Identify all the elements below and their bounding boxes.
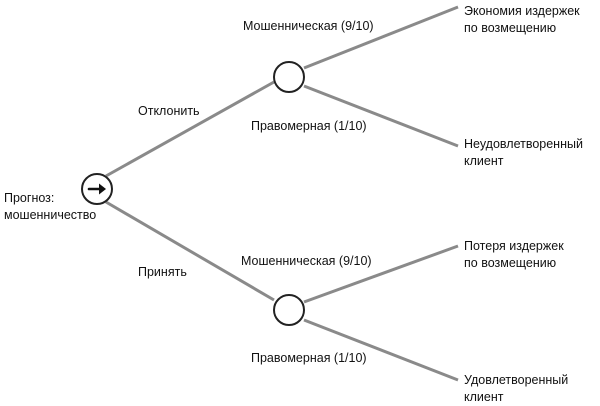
prob-label-reject-fraud: Мошенническая (9/10) bbox=[243, 19, 374, 33]
prob-label-accept-legit: Правомерная (1/10) bbox=[251, 351, 367, 365]
prob-label-reject-legit: Правомерная (1/10) bbox=[251, 119, 367, 133]
prob-label-accept-fraud: Мошенническая (9/10) bbox=[241, 254, 372, 268]
edge-accept-fraud bbox=[303, 244, 459, 304]
edge-accept-legit bbox=[303, 318, 459, 382]
edge-root-reject bbox=[105, 80, 275, 178]
branch-label-reject: Отклонить bbox=[138, 104, 200, 118]
edge-reject-fraud bbox=[303, 5, 459, 70]
outcome-reject-legit-line2: клиент bbox=[464, 154, 504, 168]
outcome-reject-fraud-line1: Экономия издержек bbox=[464, 4, 580, 18]
outcome-reject-fraud: Экономия издержек по возмещению bbox=[464, 3, 580, 37]
outcome-accept-fraud-line2: по возмещению bbox=[464, 256, 557, 270]
outcome-reject-legit: Неудовлетворенный клиент bbox=[464, 136, 583, 170]
arrow-right-icon bbox=[87, 183, 106, 195]
root-label-line2: мошенничество bbox=[4, 208, 97, 222]
outcome-accept-legit-line1: Удовлетворенный bbox=[464, 373, 569, 387]
chance-node-accept bbox=[273, 294, 305, 326]
chance-node-reject bbox=[273, 61, 305, 93]
branch-label-accept: Принять bbox=[138, 265, 187, 279]
outcome-reject-fraud-line2: по возмещению bbox=[464, 21, 557, 35]
edge-reject-legit bbox=[303, 84, 459, 148]
outcome-accept-fraud: Потеря издержек по возмещению bbox=[464, 238, 564, 272]
outcome-accept-legit: Удовлетворенный клиент bbox=[464, 372, 568, 406]
root-label-line1: Прогноз: bbox=[4, 191, 55, 205]
edge-root-accept bbox=[105, 200, 275, 302]
decision-node bbox=[81, 173, 113, 205]
outcome-accept-fraud-line1: Потеря издержек bbox=[464, 239, 564, 253]
outcome-accept-legit-line2: клиент bbox=[464, 390, 504, 404]
root-label: Прогноз: мошенничество bbox=[4, 190, 96, 224]
outcome-reject-legit-line1: Неудовлетворенный bbox=[464, 137, 583, 151]
